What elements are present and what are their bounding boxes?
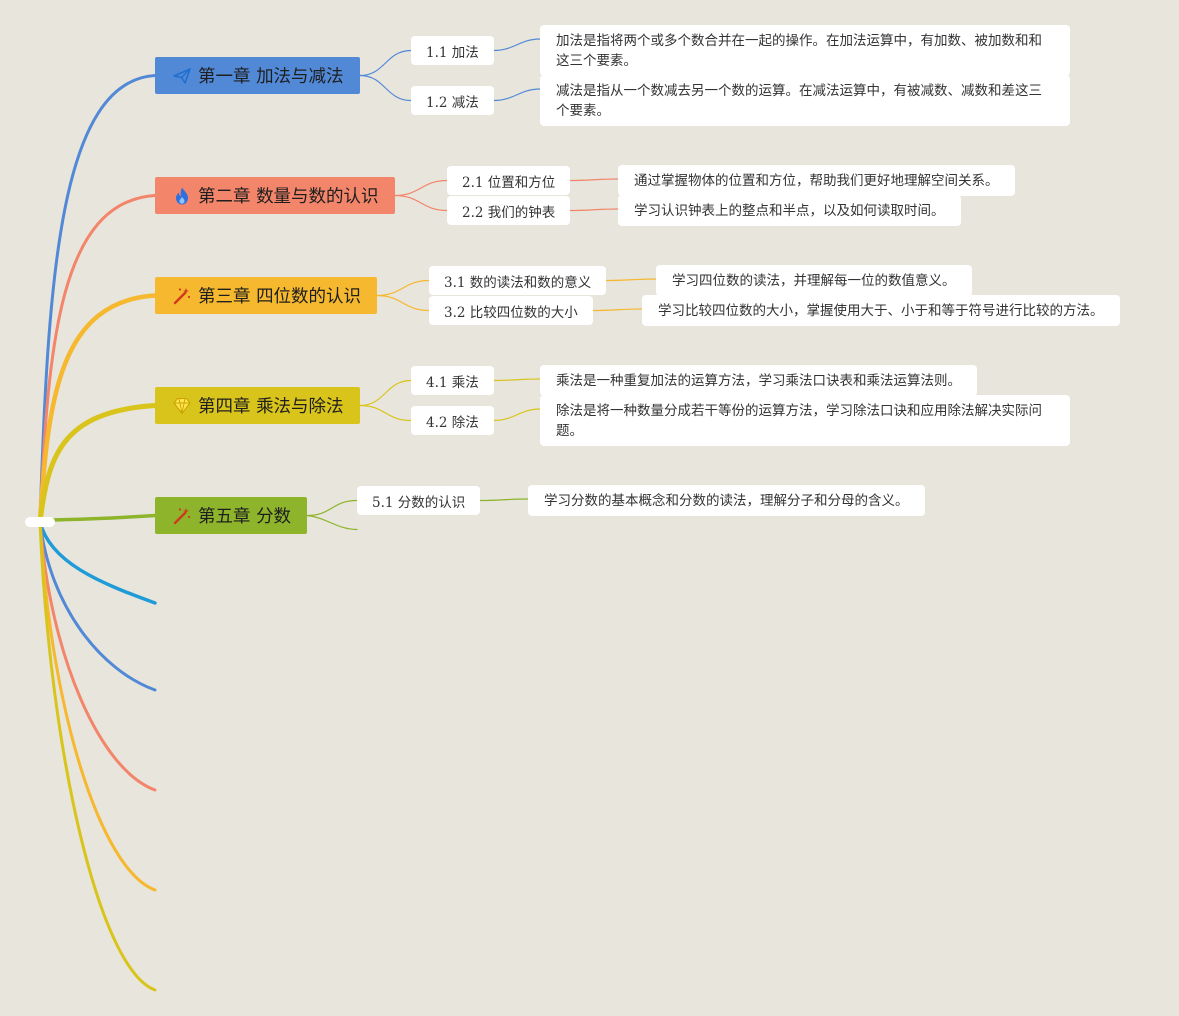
topic-line <box>306 514 358 531</box>
flame-icon <box>172 186 192 206</box>
empty-branch-line <box>38 520 157 792</box>
topic-node[interactable]: 4.1 乘法 <box>411 366 494 395</box>
topic-description[interactable]: 加法是指将两个或多个数合并在一起的操作。在加法运算中，有加数、被加数和和这三个要… <box>540 25 1070 76</box>
chapter-title: 第二章 数量与数的认识 <box>198 187 379 207</box>
chapter-5-node[interactable]: 第五章 分数 <box>155 497 308 534</box>
topic-description[interactable]: 学习比较四位数的大小，掌握使用大于、小于和等于符号进行比较的方法。 <box>642 295 1120 326</box>
chapter-title: 第五章 分数 <box>198 507 292 527</box>
chapter-title: 第四章 乘法与除法 <box>198 397 344 417</box>
description-line <box>605 278 657 282</box>
root-node[interactable] <box>25 517 55 527</box>
paper-plane-icon <box>172 66 192 86</box>
chapter-title: 第三章 四位数的认识 <box>198 287 362 307</box>
topic-line <box>359 49 412 77</box>
topic-line <box>359 404 412 422</box>
topic-node[interactable]: 3.2 比较四位数的大小 <box>429 296 593 325</box>
topic-description[interactable]: 减法是指从一个数减去另一个数的运算。在减法运算中，有被减数、减数和差这三个要素。 <box>540 75 1070 126</box>
topic-line <box>359 74 412 102</box>
topic-description[interactable]: 学习四位数的读法，并理解每一位的数值意义。 <box>656 265 972 296</box>
branch-line <box>38 194 157 524</box>
description-line <box>569 178 619 182</box>
chapter-3-node[interactable]: 第三章 四位数的认识 <box>155 277 378 314</box>
empty-branch-line <box>38 520 157 892</box>
magic-wand-icon <box>172 506 192 526</box>
topic-description[interactable]: 学习认识钟表上的整点和半点，以及如何读取时间。 <box>618 195 961 226</box>
topic-line <box>394 179 448 197</box>
chapter-4-node[interactable]: 第四章 乘法与除法 <box>155 387 360 424</box>
empty-branch-line <box>38 520 157 992</box>
topic-line <box>376 294 430 312</box>
topic-line <box>359 379 412 407</box>
description-line <box>569 208 619 212</box>
topic-node[interactable]: 3.1 数的读法和数的意义 <box>429 266 607 295</box>
empty-branch-line <box>38 520 157 605</box>
topic-description[interactable]: 学习分数的基本概念和分数的读法，理解分子和分母的含义。 <box>528 485 925 516</box>
description-line <box>493 38 541 52</box>
description-line <box>493 378 541 382</box>
topic-node[interactable]: 2.1 位置和方位 <box>447 166 571 195</box>
description-line <box>592 308 643 312</box>
empty-branch-line <box>38 520 157 692</box>
topic-node[interactable]: 4.2 除法 <box>411 406 494 435</box>
description-line <box>493 408 541 422</box>
topic-node[interactable]: 1.1 加法 <box>411 36 494 65</box>
chapter-title: 第一章 加法与减法 <box>198 67 344 87</box>
branch-line <box>37 293 158 525</box>
magic-wand-icon <box>172 286 192 306</box>
branch-line <box>37 403 158 525</box>
topic-line <box>376 279 430 297</box>
chapter-1-node[interactable]: 第一章 加法与减法 <box>155 57 360 94</box>
topic-description[interactable]: 乘法是一种重复加法的运算方法，学习乘法口诀表和乘法运算法则。 <box>540 365 977 396</box>
branch-line <box>38 74 157 524</box>
topic-description[interactable]: 除法是将一种数量分成若干等份的运算方法，学习除法口诀和应用除法解决实际问题。 <box>540 395 1070 446</box>
topic-description[interactable]: 通过掌握物体的位置和方位，帮助我们更好地理解空间关系。 <box>618 165 1015 196</box>
description-line <box>479 498 529 502</box>
topic-node[interactable]: 2.2 我们的钟表 <box>447 196 571 225</box>
description-line <box>493 88 541 102</box>
topic-node[interactable]: 1.2 减法 <box>411 86 494 115</box>
chapter-2-node[interactable]: 第二章 数量与数的认识 <box>155 177 395 214</box>
topic-line <box>306 499 358 517</box>
diamond-icon <box>172 396 192 416</box>
branch-line <box>38 513 157 524</box>
topic-line <box>394 194 448 212</box>
topic-node[interactable]: 5.1 分数的认识 <box>357 486 481 515</box>
